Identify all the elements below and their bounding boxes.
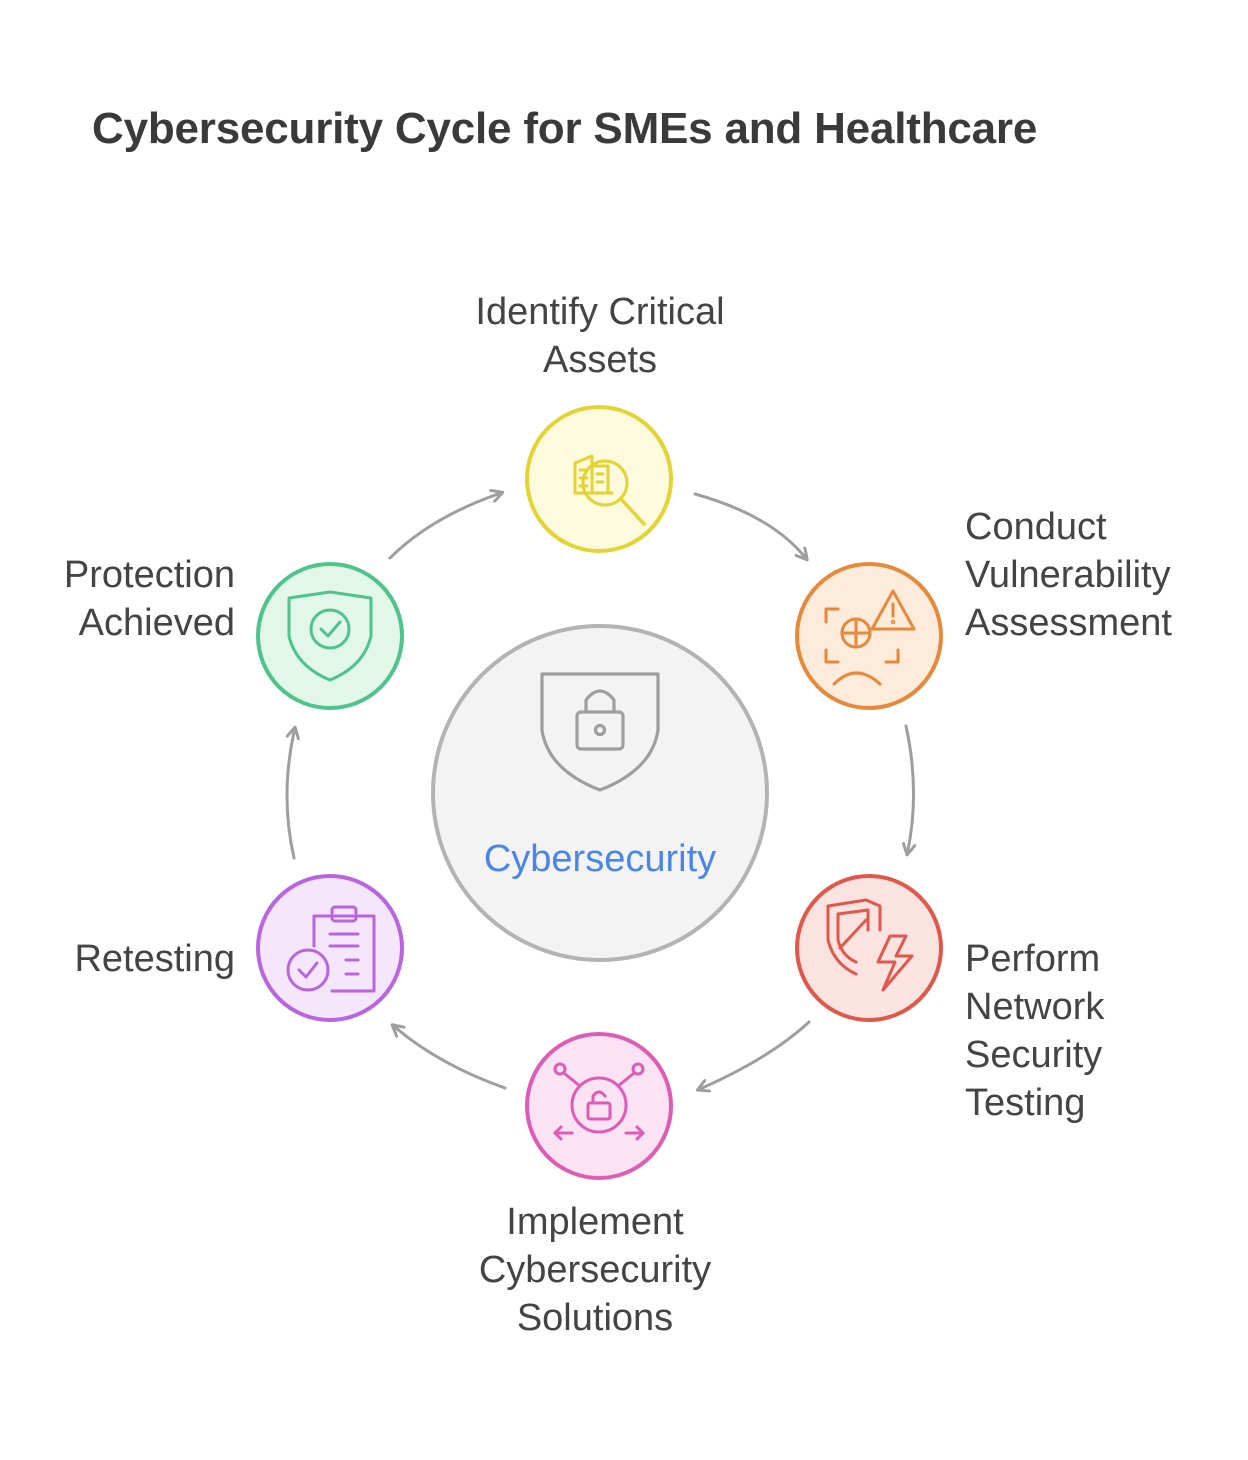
label-identify: Identify Critical Assets <box>475 291 725 381</box>
network-unlock-icon <box>553 1062 645 1141</box>
label-implement: Implement Cybersecurity Solutions <box>478 1201 712 1339</box>
step-vulnerability <box>795 562 943 710</box>
arrow-protection-to-identify <box>388 494 498 560</box>
step-identify <box>525 405 673 553</box>
label-network-testing: Perform Network Security Testing <box>965 938 1105 1124</box>
cycle-arrows <box>285 492 914 1090</box>
shield-check-icon <box>287 590 373 682</box>
label-vulnerability: Conduct Vulnerability Assessment <box>965 506 1172 644</box>
label-retesting: Retesting <box>74 938 235 980</box>
step-retesting <box>256 874 404 1022</box>
arrow-identify-to-vulnerability <box>693 492 804 556</box>
step-protection <box>256 562 404 710</box>
building-search-icon <box>573 454 646 526</box>
arrow-implement-to-retesting <box>396 1028 507 1090</box>
shield-lock-icon <box>540 672 660 792</box>
step-network-testing <box>795 874 943 1022</box>
arrow-network-to-implement <box>702 1020 811 1088</box>
scan-alert-icon <box>824 589 916 686</box>
clipboard-check-icon <box>286 905 376 993</box>
arrow-retesting-to-protection <box>285 732 294 860</box>
label-protection: Protection Achieved <box>63 554 235 644</box>
shield-bolt-icon <box>826 898 914 992</box>
diagram-title: Cybersecurity Cycle for SMEs and Healthc… <box>92 104 1038 153</box>
hub-circle <box>431 624 769 962</box>
arrow-vulnerability-to-network <box>906 724 914 850</box>
step-implement <box>525 1032 673 1180</box>
hub <box>431 624 769 962</box>
hub-label: Cybersecurity <box>483 838 717 880</box>
